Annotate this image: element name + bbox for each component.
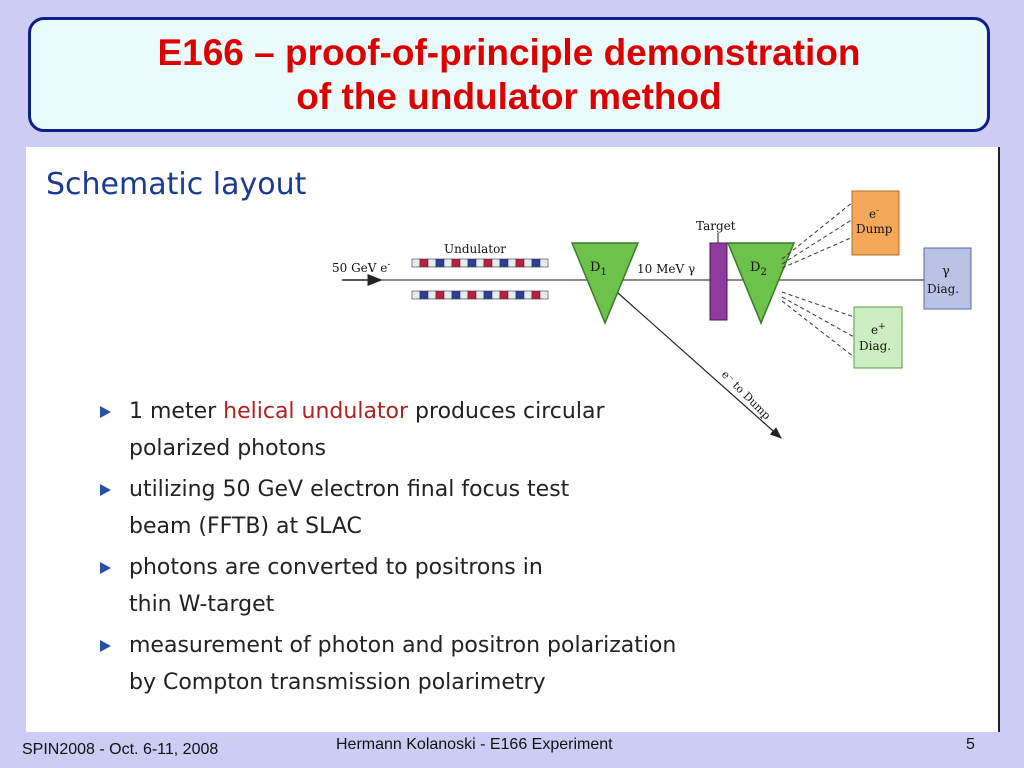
undulator-segment (427, 290, 437, 300)
undulator-segment (507, 258, 517, 268)
electron-dump-label-2: Dump (856, 222, 893, 236)
d1-magnet (570, 242, 640, 325)
undulator-segment (531, 290, 541, 300)
footer-conference: SPIN2008 - Oct. 6-11, 2008 (22, 741, 219, 758)
bullet-item: 1 meter helical undulator produces circu… (96, 393, 676, 467)
undulator-label: Undulator (444, 242, 506, 256)
undulator-segment (451, 290, 461, 300)
positron-diag-label-2: Diag. (859, 339, 891, 353)
slide-title-line-2: of the undulator method (296, 75, 722, 117)
undulator-segment (515, 258, 525, 268)
undulator-segment (419, 290, 429, 300)
undulator-segment (459, 258, 469, 268)
bullet-item: measurement of photon and positron polar… (96, 627, 676, 701)
d1-label: D1 (590, 260, 607, 278)
positron-diag-label-1: e+ (871, 322, 886, 337)
undulator-segment (443, 258, 453, 268)
undulator-segment (491, 258, 501, 268)
highlight-helical-undulator: helical undulator (223, 399, 409, 424)
undulator-segment (435, 290, 445, 300)
undulator-segment (411, 290, 421, 300)
content-panel: Schematic layout 50 GeV e- Undulator D1 … (26, 147, 1000, 732)
undulator-segment (515, 290, 525, 300)
undulator-segment (435, 258, 445, 268)
undulator-segment (531, 258, 541, 268)
undulator-segment (451, 258, 461, 268)
bullet-arrow-icon (100, 484, 111, 496)
undulator-segment (443, 290, 453, 300)
electron-dump-box (851, 190, 900, 256)
beam-label: 50 GeV e- (332, 260, 390, 275)
electron-to-dump-label: e⁻ to Dump (719, 368, 773, 422)
photon-diagnostics-box (923, 247, 972, 310)
undulator-segment (523, 290, 533, 300)
undulator-segment (499, 290, 509, 300)
footer-page-number: 5 (966, 736, 975, 753)
undulator-segment (539, 258, 549, 268)
undulator-segment (467, 290, 477, 300)
schematic-heading: Schematic layout (46, 167, 307, 202)
undulator-segment (427, 258, 437, 268)
undulator-segment (483, 258, 493, 268)
undulator-segment (475, 290, 485, 300)
target-label: Target (696, 219, 736, 233)
photon-diag-label-2: Diag. (927, 282, 959, 296)
undulator-segment (411, 258, 421, 268)
bullet-item: photons are converted to positrons in th… (96, 549, 676, 623)
undulator-segment (499, 258, 509, 268)
bullet-arrow-icon (100, 640, 111, 652)
bullet-list: 1 meter helical undulator produces circu… (96, 393, 676, 705)
undulator-segment (491, 290, 501, 300)
undulator-segment (459, 290, 469, 300)
electron-dump-label-1: e- (869, 206, 879, 221)
photon-label: 10 MeV γ (637, 262, 695, 276)
schematic-diagram: 50 GeV e- Undulator D1 10 MeV γ Target D… (332, 190, 972, 439)
undulator-segment (419, 258, 429, 268)
undulator-segment (523, 258, 533, 268)
footer-author: Hermann Kolanoski - E166 Experiment (336, 736, 613, 753)
bullet-arrow-icon (100, 406, 111, 418)
undulator-segment (467, 258, 477, 268)
undulator-top-row (411, 258, 549, 268)
positron-diagnostics-box (853, 306, 903, 369)
undulator-segment (539, 290, 549, 300)
title-box: E166 – proof-of-principle demonstration … (28, 17, 990, 132)
slide-title-line-1: E166 – proof-of-principle demonstration (157, 31, 861, 73)
photon-diag-label-1: γ (942, 264, 950, 279)
bullet-arrow-icon (100, 562, 111, 574)
bullet-item: utilizing 50 GeV electron final focus te… (96, 471, 676, 545)
tungsten-target (709, 242, 728, 321)
electron-dashed-tracks (781, 201, 854, 269)
undulator-bottom-row (411, 290, 549, 300)
electron-to-dump-arrow (617, 292, 782, 439)
d2-magnet (726, 242, 796, 325)
undulator-segment (483, 290, 493, 300)
positron-dashed-tracks (781, 291, 855, 358)
undulator-segment (507, 290, 517, 300)
undulator-segment (475, 258, 485, 268)
d2-label: D2 (750, 260, 767, 278)
